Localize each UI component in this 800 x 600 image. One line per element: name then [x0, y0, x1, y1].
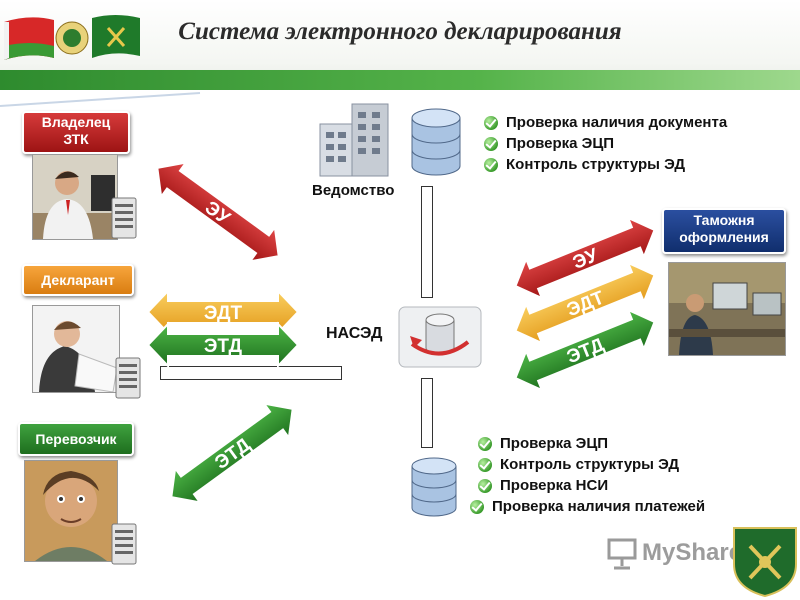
checklist-item: Проверка наличия платежей — [470, 496, 705, 517]
hub-label: НАСЭД — [326, 325, 383, 342]
arrow-declarant-etd: ЭТД — [147, 323, 299, 367]
agency-checklist: Проверка наличия документа Проверка ЭЦП … — [484, 112, 727, 175]
checklist-item: Проверка ЭЦП — [484, 133, 727, 154]
page-title: Система электронного декларирования — [178, 18, 622, 45]
customs-office-photo — [668, 262, 786, 356]
checklist-item: Контроль структуры ЭД — [484, 154, 727, 175]
carrier-label[interactable]: Перевозчик — [18, 422, 134, 456]
arrow-declarant-edt: ЭДТ — [147, 290, 299, 334]
owner-server-icon — [111, 197, 137, 239]
header-green-band — [0, 70, 800, 90]
check-icon — [484, 136, 498, 151]
owner-photo — [32, 154, 118, 240]
agency-label: Ведомство — [312, 182, 395, 199]
check-icon — [484, 157, 498, 172]
checklist-item: Проверка НСИ — [478, 475, 705, 496]
arrow-carrier-etd: ЭТД — [157, 390, 307, 516]
arrow-declarant-edt-label: ЭДТ — [204, 303, 243, 324]
owner-ztk-label[interactable]: Владелец ЗТК — [22, 111, 130, 154]
bottom-checklist: Проверка ЭЦП Контроль структуры ЭД Прове… — [470, 433, 705, 517]
check-icon — [484, 115, 498, 130]
carrier-photo — [24, 460, 118, 562]
agency-database-icon — [411, 108, 461, 176]
connector-agency-hub — [421, 186, 433, 298]
check-icon — [478, 478, 492, 493]
customs-label[interactable]: Таможня оформления — [662, 208, 786, 254]
decorative-line — [0, 92, 201, 107]
hub-database-icon — [398, 306, 482, 368]
check-icon — [470, 499, 484, 514]
declarant-label[interactable]: Декларант — [22, 264, 134, 296]
connector-hub-db — [421, 378, 433, 448]
arrow-customs-edt-label: ЭДТ — [564, 287, 608, 321]
connector-declarant-hub — [160, 366, 342, 380]
declarant-server-icon — [115, 357, 141, 399]
declarant-photo — [32, 305, 120, 393]
agency-building-icon — [319, 103, 461, 177]
customs-emblem-logo — [733, 527, 797, 598]
checklist-item: Проверка ЭЦП — [478, 433, 705, 454]
national-emblems-logo — [4, 15, 140, 60]
arrow-declarant-etd-label: ЭТД — [204, 336, 243, 357]
arrow-owner-eu: ЭУ — [143, 149, 293, 275]
carrier-server-icon — [111, 523, 137, 565]
checklist-item: Проверка наличия документа — [484, 112, 727, 133]
arrow-customs-etd-label: ЭТД — [564, 334, 608, 368]
bottom-database-icon — [411, 457, 457, 517]
presentation-icon — [607, 538, 637, 570]
checklist-item: Контроль структуры ЭД — [478, 454, 705, 475]
check-icon — [478, 457, 492, 472]
check-icon — [478, 436, 492, 451]
